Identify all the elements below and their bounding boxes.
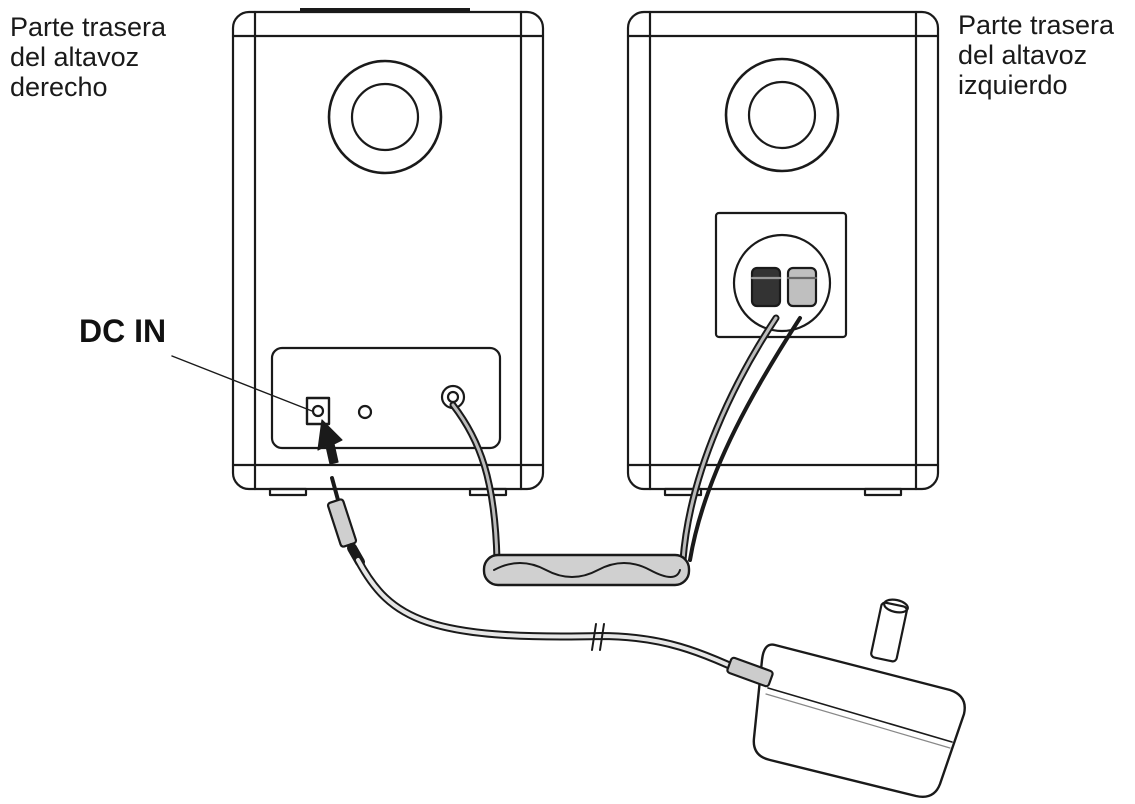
- speaker-cable-from-right-core: [451, 403, 499, 562]
- speaker-cable-from-left-b: [688, 316, 802, 562]
- cable-break-mark: [591, 623, 605, 651]
- right-speaker-top-detail: [300, 8, 470, 13]
- right-speaker-label-line-1: Parte trasera: [10, 12, 167, 42]
- left-speaker-label: Parte trasera del altavoz izquierdo: [958, 10, 1114, 100]
- left-speaker: [626, 10, 940, 497]
- speaker-cable-coil: [482, 553, 691, 587]
- terminal-light: [786, 266, 818, 308]
- right-speaker-control-panel: [270, 346, 502, 450]
- left-speaker-label-line-1: Parte trasera: [958, 10, 1115, 40]
- dc-plug-body: [326, 498, 358, 548]
- right-speaker-port-inner: [350, 82, 420, 152]
- power-adapter-seam: [767, 687, 953, 743]
- power-adapter-prong-tip: [883, 598, 909, 614]
- left-speaker-label-line-3: izquierdo: [958, 70, 1068, 100]
- dc-plug-pin: [330, 476, 340, 502]
- dc-in-jack-hole: [311, 404, 325, 418]
- left-speaker-cabinet: [626, 10, 940, 491]
- left-speaker-foot-left: [663, 487, 703, 497]
- left-speaker-port-inner: [747, 80, 817, 150]
- left-speaker-foot-right: [863, 487, 903, 497]
- power-cable-wire-core: [356, 558, 762, 682]
- right-speaker-port-outer: [327, 59, 443, 175]
- right-speaker-knob: [357, 404, 373, 420]
- left-speaker-terminal-ring: [732, 233, 832, 333]
- right-speaker-foot-left: [268, 487, 308, 497]
- insert-arrow-icon: [317, 419, 343, 465]
- dc-in-jack: [305, 396, 331, 426]
- speaker-cable-coil-twist: [493, 562, 681, 578]
- left-speaker-label-line-2: del altavoz: [958, 40, 1088, 70]
- right-speaker: [231, 8, 545, 497]
- speaker-cable-from-left-core: [681, 316, 778, 562]
- power-adapter-seam-2: [765, 693, 951, 749]
- left-speaker-terminal-panel: [714, 211, 848, 339]
- right-speaker-label-line-3: derecho: [10, 72, 108, 102]
- dc-in-label: DC IN: [79, 313, 167, 349]
- power-adapter-body: [752, 643, 966, 798]
- speaker-cable: [449, 314, 802, 587]
- right-speaker-label: Parte trasera del altavoz derecho: [10, 12, 166, 102]
- power-adapter-strain-relief: [726, 656, 774, 688]
- power-adapter-prong: [870, 601, 908, 663]
- dc-in-callout-line: [171, 355, 313, 412]
- right-speaker-label-line-2: del altavoz: [10, 42, 140, 72]
- left-speaker-port-outer: [724, 57, 840, 173]
- power-adapter-icon: [726, 598, 966, 798]
- power-cable: [326, 476, 764, 684]
- terminal-dark: [750, 266, 782, 308]
